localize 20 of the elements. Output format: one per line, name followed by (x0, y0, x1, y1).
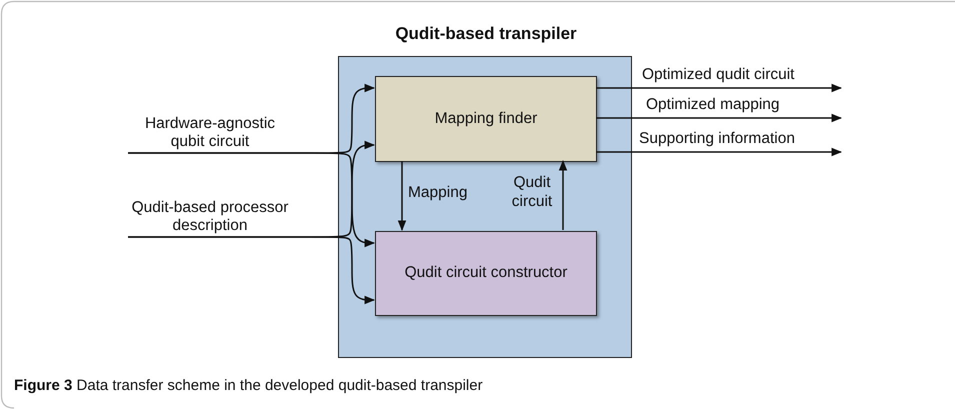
arrow (558, 160, 568, 230)
arrow (128, 152, 376, 248)
arrow (398, 161, 406, 232)
edge-label: Supporting information (639, 130, 795, 149)
edge-label: Optimized mapping (646, 96, 780, 115)
edge-label: Optimized qudit circuit (642, 66, 794, 85)
figure-caption: Figure 3 Data transfer scheme in the developed qudit-based transpiler (14, 377, 483, 394)
process-box (375, 231, 597, 316)
box-label: Mapping finder (434, 110, 538, 128)
arrow (128, 236, 376, 304)
box-label: Qudit circuit constructor (404, 264, 568, 283)
container-title: Qudit-based transpiler (394, 24, 578, 44)
edge-label: Qudit circuit (510, 174, 554, 212)
input-label: Hardware-agnostic qubit circuit (144, 114, 276, 152)
arrow (596, 114, 842, 122)
arrow (596, 84, 842, 92)
arrow (596, 148, 842, 156)
edge-label: Mapping (408, 184, 468, 203)
input-label: Qudit-based processor description (130, 198, 290, 236)
process-box (375, 76, 597, 162)
